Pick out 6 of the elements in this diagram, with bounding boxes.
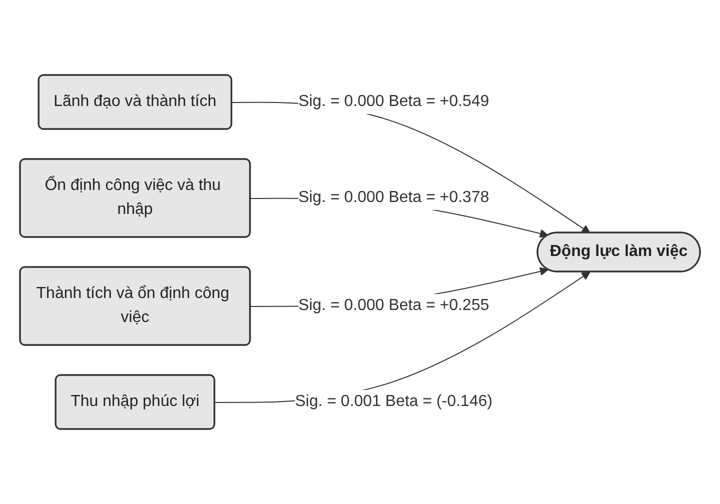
edge-label: Sig. = 0.000 Beta = +0.255 [298, 296, 490, 314]
arrow [214, 272, 590, 403]
edge-label: Sig. = 0.000 Beta = +0.549 [298, 93, 490, 110]
arrow [231, 102, 590, 234]
edge-label: Sig. = 0.000 Beta = +0.378 [298, 188, 490, 206]
edge-label: Sig. = 0.001 Beta = (-0.146) [294, 392, 492, 410]
